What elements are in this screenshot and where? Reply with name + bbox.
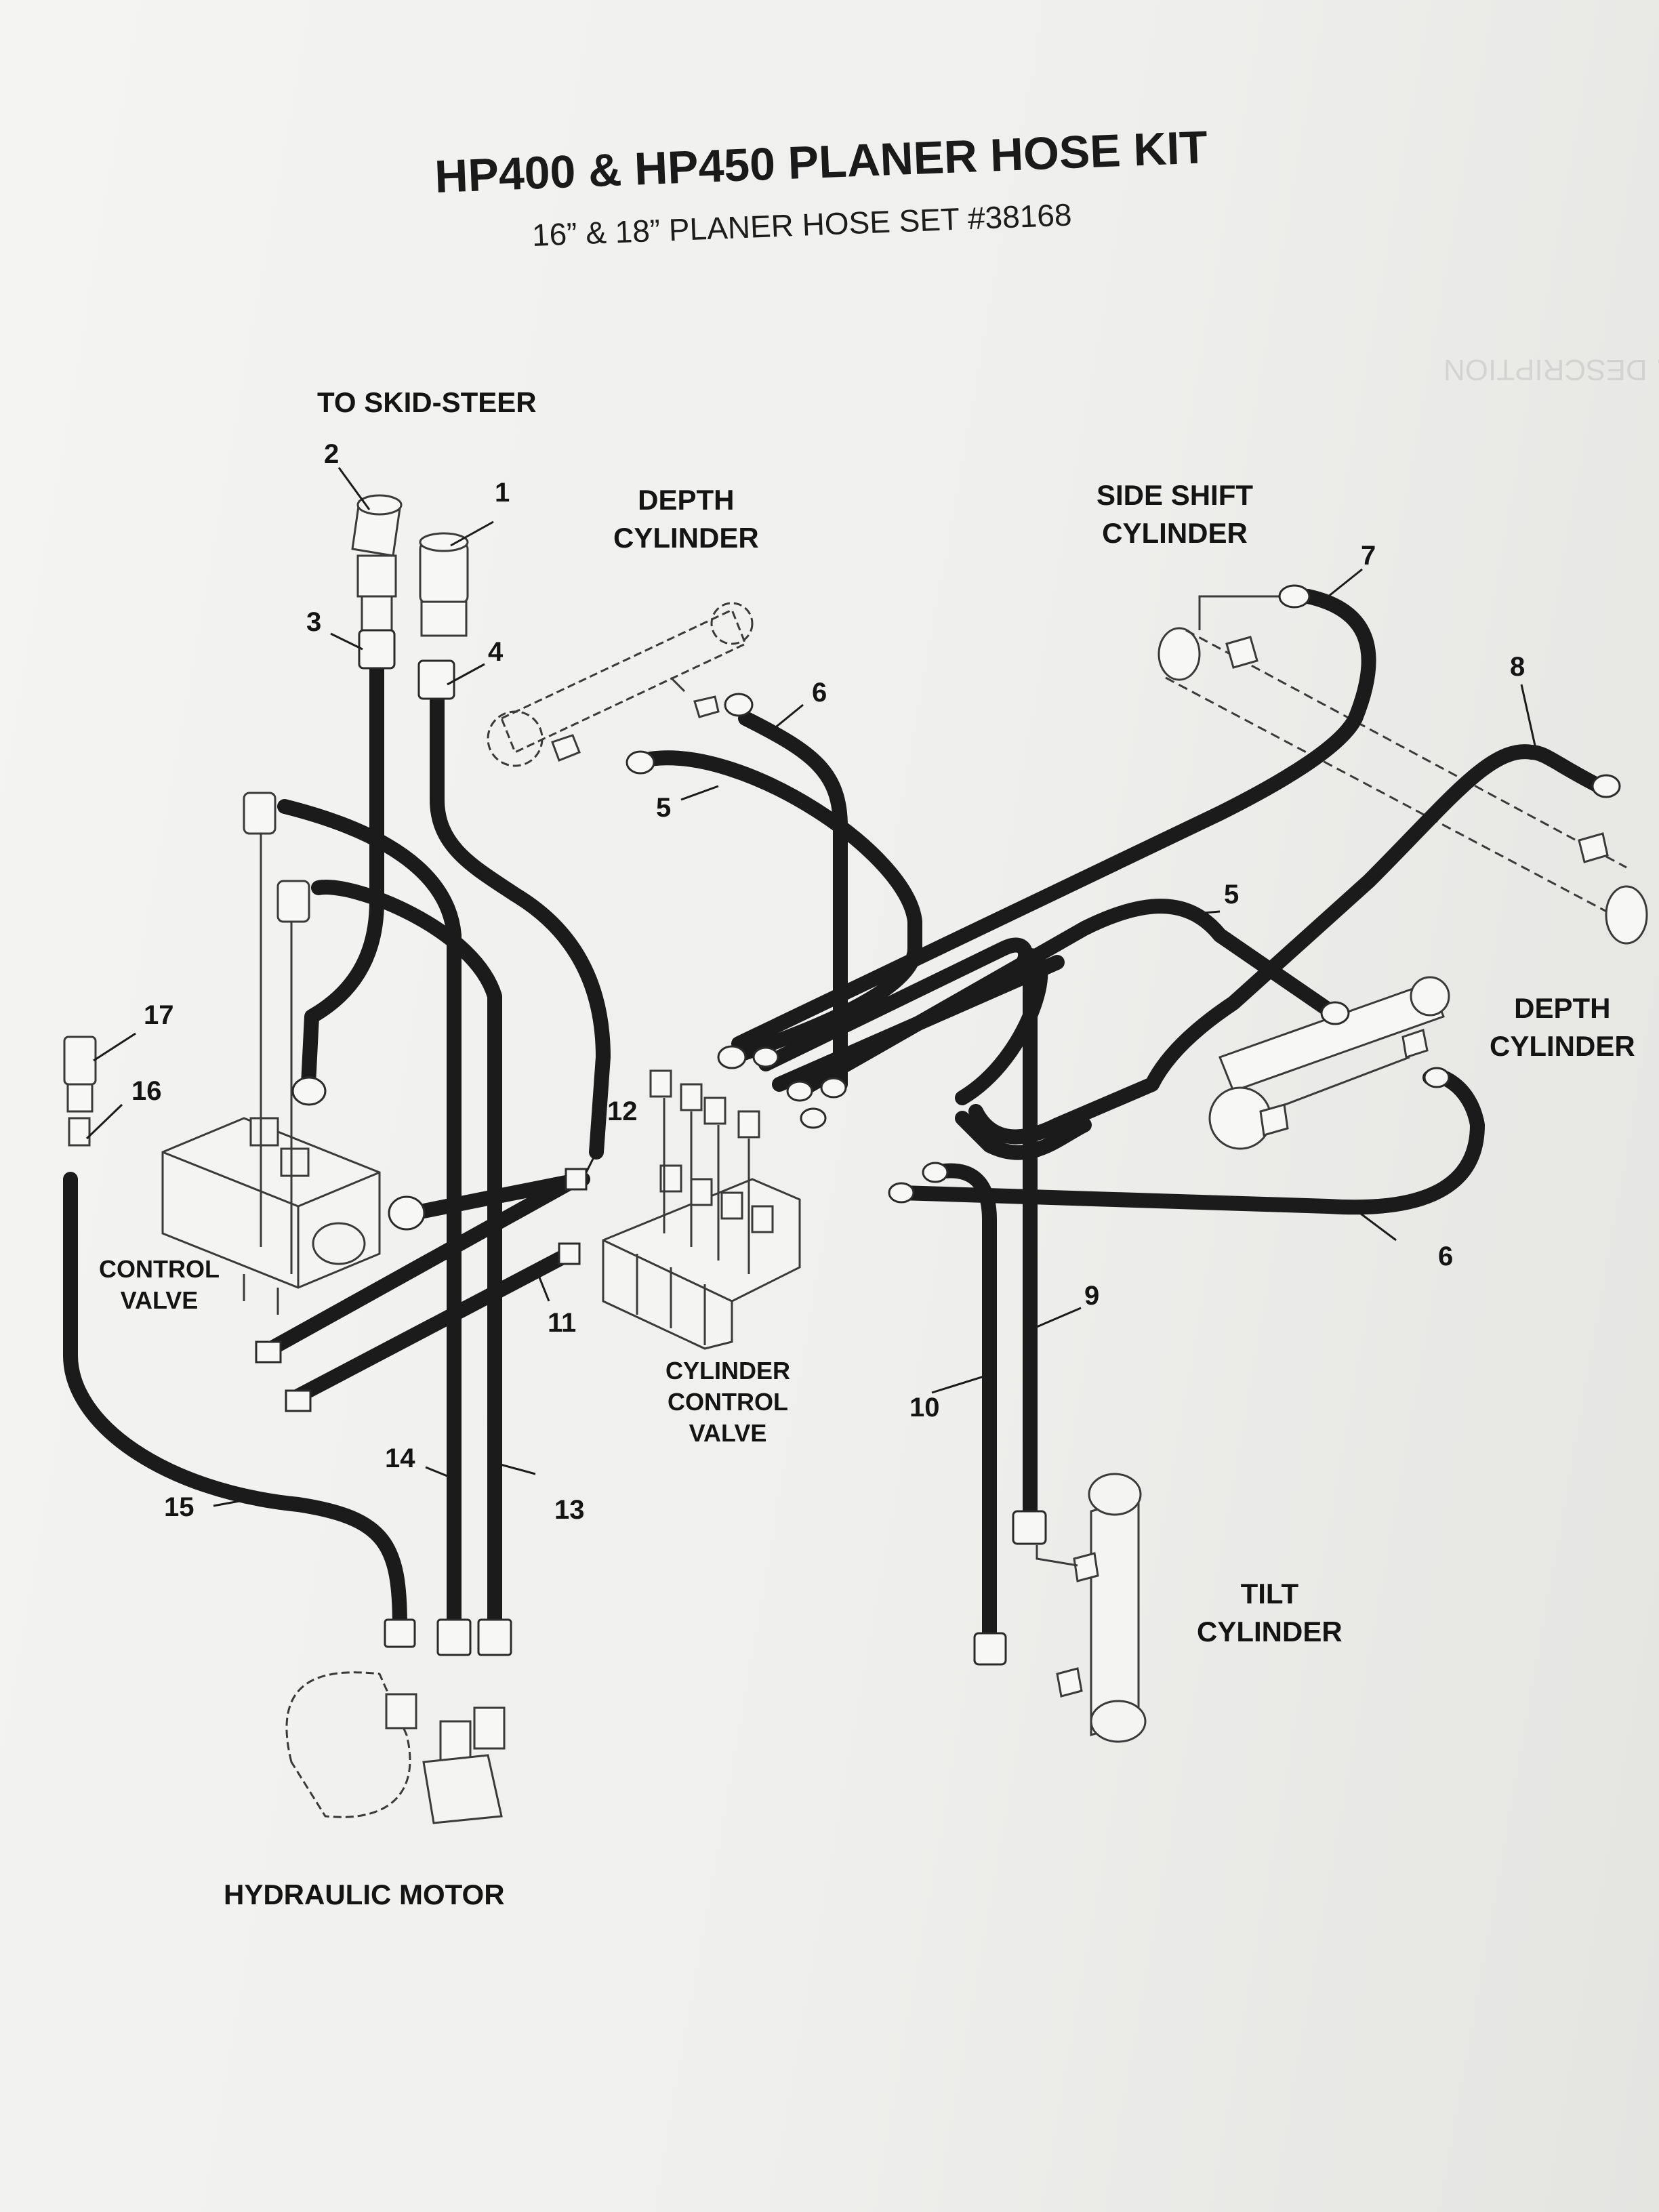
callout-5-upper: 5 [656,793,672,823]
hose-11-lower [291,1246,577,1404]
label-to-skid-steer: TO SKID-STEER [317,386,537,418]
label-depth-cylinder-right: DEPTH CYLINDER [1490,992,1635,1062]
hose-bundle-b [772,955,1065,1092]
callout-15: 15 [164,1492,194,1522]
hose-end-fittings [255,584,1621,1666]
hose-13 [311,880,502,1634]
callout-leaders [85,467,1536,1507]
callout-16: 16 [131,1076,162,1106]
hose-7 [731,589,1376,1051]
hydraulic-motor-fittings [385,1693,506,1824]
depth-cylinder-right [1208,976,1450,1150]
side-shift-cylinder [1158,595,1648,945]
label-hydraulic-motor: HYDRAULIC MOTOR [224,1879,505,1910]
label-tilt-cylinder: TILT CYLINDER [1197,1578,1343,1647]
hose-bundle-c [955,1111,1092,1160]
hose-5-right [792,899,1336,1099]
coupler-1 [419,532,469,637]
hose-bundle-a [758,937,1033,1071]
coupler-2 [351,494,403,638]
depth-cylinder-left [487,602,754,767]
hose-5-left [643,750,922,1065]
elbow-fittings [63,792,310,1274]
callout-8: 8 [1510,652,1525,682]
callout-17: 17 [144,1000,174,1030]
callout-6-upper: 6 [812,678,827,708]
callout-4: 4 [488,637,504,667]
label-control-valve: CONTROL VALVE [99,1255,220,1314]
label-depth-cylinder-left: DEPTH CYLINDER [613,484,759,554]
callout-10: 10 [909,1393,940,1422]
callout-13: 13 [554,1495,585,1525]
callout-12: 12 [607,1097,638,1126]
cylinder-control-valve-body [602,1069,801,1350]
callout-7: 7 [1361,541,1376,571]
label-cylinder-control-valve: CYLINDER CONTROL VALVE [665,1357,791,1447]
callout-5-right: 5 [1224,880,1240,909]
hose-9 [955,948,1048,1525]
callout-6-right: 6 [1438,1242,1454,1271]
hose-15 [63,1172,407,1634]
hose-3 [301,643,384,1092]
hose-12 [406,1172,590,1221]
callout-3: 3 [306,607,322,637]
hose-11-upper [264,1172,583,1356]
callout-14: 14 [385,1443,415,1473]
control-valve-body [161,1117,381,1315]
depth-cylinder-left-fitting [551,695,720,762]
callout-1: 1 [495,478,510,508]
callout-11: 11 [548,1308,577,1338]
tilt-cylinder [1036,1473,1147,1743]
callout-2: 2 [324,439,340,469]
callout-9: 9 [1084,1281,1100,1311]
label-side-shift-cylinder: SIDE SHIFT CYLINDER [1097,479,1254,549]
hose-10 [928,1163,997,1647]
hydraulic-motor [285,1671,411,1818]
hose-14 [277,799,462,1634]
hose-4 [430,670,611,1160]
